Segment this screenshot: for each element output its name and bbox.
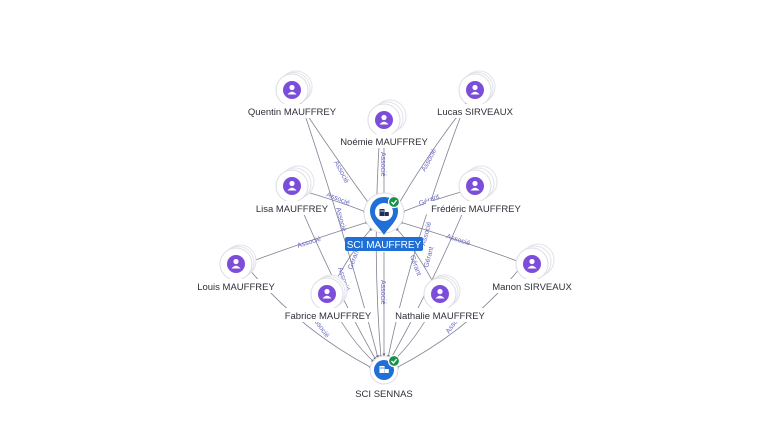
edge-nathalie-main [395, 227, 435, 285]
person-node-fabrice[interactable] [310, 274, 348, 311]
secondary-company-name: SCI SENNAS [355, 389, 413, 400]
edge-label: Associé [296, 236, 322, 250]
person-name: Nathalie MAUFFREY [395, 311, 485, 322]
check-badge-icon [387, 195, 401, 209]
edge-label: Associé [334, 207, 347, 233]
label-louis: Louis MAUFFREY [192, 279, 280, 293]
person-node-noemie[interactable] [367, 99, 407, 137]
person-name: Fabrice MAUFFREY [285, 311, 372, 322]
person-name: Quentin MAUFFREY [248, 107, 337, 118]
person-node-frederic[interactable] [458, 165, 498, 203]
edge-quentin-sennas [299, 99, 379, 359]
edge-label: Gérant [408, 254, 422, 277]
edge-label: Associé [332, 160, 350, 185]
edge-label: Gérant [347, 248, 361, 271]
edge-label: Associé [379, 152, 386, 177]
person-node-quentin[interactable] [275, 70, 313, 107]
person-name: Louis MAUFFREY [197, 282, 275, 293]
edge-label: Associé [379, 280, 386, 305]
edge-label: Associé [445, 233, 471, 247]
person-node-louis[interactable] [219, 244, 257, 281]
label-lisa: Lisa MAUFFREY [252, 201, 332, 215]
edge-label: Associé [421, 148, 439, 173]
person-icon [470, 180, 480, 191]
person-node-lucas[interactable] [458, 70, 496, 107]
person-icon [379, 114, 389, 125]
edge-label: Gérant [423, 246, 435, 269]
label-manon: Manon SIRVEAUX [487, 279, 577, 293]
person-name: Frédéric MAUFFREY [431, 204, 521, 215]
building-icon [379, 209, 389, 216]
label-quentin: Quentin MAUFFREY [243, 104, 341, 118]
person-name: Lisa MAUFFREY [256, 204, 329, 215]
label-nathalie: Nathalie MAUFFREY [391, 308, 489, 322]
person-icon [287, 84, 297, 95]
check-badge-icon [387, 354, 401, 368]
secondary-company-label: SCI SENNAS [350, 386, 418, 400]
label-lucas: Lucas SIRVEAUX [433, 104, 517, 118]
edge-manon-main [399, 221, 521, 263]
building-icon [379, 366, 389, 373]
person-icon [435, 288, 445, 299]
person-icon [527, 258, 537, 269]
main-company-name: SCI MAUFFREY [347, 240, 422, 251]
label-fabrice: Fabrice MAUFFREY [280, 308, 376, 322]
person-name: Lucas SIRVEAUX [437, 107, 514, 118]
secondary-company-node[interactable] [369, 354, 401, 385]
person-node-manon[interactable] [515, 243, 555, 281]
person-name: Manon SIRVEAUX [492, 282, 572, 293]
label-frederic: Frédéric MAUFFREY [426, 201, 526, 215]
main-company-node[interactable] [363, 192, 405, 235]
person-icon [322, 288, 332, 299]
person-name: Noémie MAUFFREY [340, 137, 428, 148]
label-noemie: Noémie MAUFFREY [334, 134, 434, 148]
person-node-nathalie[interactable] [423, 274, 461, 311]
main-company-label[interactable]: SCI MAUFFREY [345, 237, 423, 251]
edge-louis-main [249, 221, 369, 263]
person-icon [470, 84, 480, 95]
person-node-lisa[interactable] [275, 165, 315, 203]
person-icon [287, 180, 297, 191]
person-icon [231, 258, 241, 269]
